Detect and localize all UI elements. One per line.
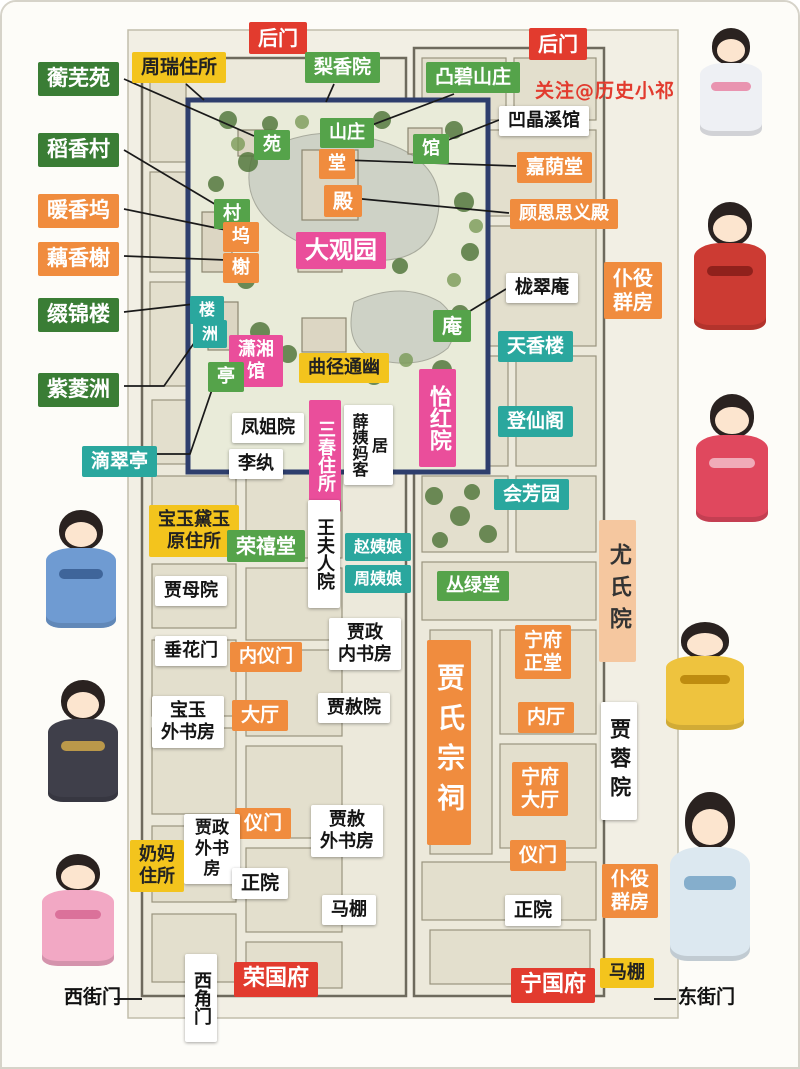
map-label: 天香楼 <box>498 331 574 363</box>
map-label: 贾蓉院 <box>601 702 637 820</box>
doll-figurine <box>670 792 750 961</box>
map-label: 马棚 <box>600 958 654 988</box>
map-label: 贾赦院 <box>318 693 390 723</box>
map-label: 马棚 <box>322 895 376 925</box>
map-label: 宁府 正堂 <box>515 625 572 680</box>
doll-head-icon <box>55 854 101 893</box>
map-label: 堂 <box>319 149 355 179</box>
map-label: 荣禧堂 <box>227 530 305 563</box>
label-west-street-gate: 西街门 <box>64 986 122 1008</box>
doll-figurine <box>694 202 766 331</box>
label-back-gate-west: 后门 <box>249 22 307 55</box>
map-label: 周瑞住所 <box>132 52 227 84</box>
map-label: 丛绿堂 <box>437 571 509 601</box>
map-label: 贾政外书房 <box>184 814 240 885</box>
watermark: 关注@历史小祁 <box>535 80 676 102</box>
map-label: 苑 <box>254 130 290 160</box>
map-label: 奶妈 住所 <box>130 840 184 892</box>
map-label: 滴翠亭 <box>82 446 158 478</box>
doll-body-icon <box>48 719 118 803</box>
doll-head-icon <box>709 394 755 438</box>
doll-head-icon <box>685 792 735 850</box>
map-label: 贾母院 <box>155 576 227 606</box>
map-label: 山庄 <box>320 118 374 148</box>
map-label: 蘅芜苑 <box>38 62 119 96</box>
map-label: 薛姨妈客居 <box>344 405 394 485</box>
doll-body-icon <box>696 435 768 523</box>
map-label: 李纨 <box>229 449 283 479</box>
map-label: 宝玉黛玉 原住所 <box>149 505 239 557</box>
map-label: 洲 <box>193 320 228 348</box>
doll-head-icon <box>707 202 753 246</box>
map-label: 赵姨娘 <box>345 533 412 561</box>
map-label: 仪门 <box>235 808 292 840</box>
map-label: 周姨娘 <box>345 565 412 593</box>
map-label: 殿 <box>324 185 362 218</box>
map-label: 西角门 <box>185 954 217 1042</box>
doll-body-icon <box>700 62 762 137</box>
map-label: 贾氏宗祠 <box>427 640 472 845</box>
doll-head-icon <box>711 28 751 65</box>
map-label: 栊翠庵 <box>506 273 578 303</box>
doll-head-icon <box>61 680 105 722</box>
map-label: 凸碧山庄 <box>426 62 521 94</box>
map-label: 馆 <box>413 134 449 164</box>
map-label: 尤氏院 <box>599 520 636 662</box>
map-label: 王夫人院 <box>308 500 340 608</box>
doll-head-icon <box>680 622 730 659</box>
map-label: 贾政 内书房 <box>329 618 401 670</box>
map-label: 怡红院 <box>419 369 456 467</box>
map-label: 大厅 <box>232 700 289 732</box>
doll-figurine <box>48 680 118 803</box>
map-label: 曲径通幽 <box>299 353 389 383</box>
map-label: 三春住所 <box>309 400 341 512</box>
map-label: 庵 <box>433 310 471 343</box>
map-label: 亭 <box>208 362 244 392</box>
doll-body-icon <box>46 548 116 629</box>
doll-figurine <box>46 510 116 629</box>
doll-figurine <box>42 854 114 967</box>
doll-body-icon <box>694 243 766 331</box>
label-back-gate-east: 后门 <box>529 28 587 61</box>
doll-head-icon <box>59 510 103 551</box>
doll-figurine <box>700 28 762 137</box>
doll-figurine <box>696 394 768 523</box>
map-label: 榭 <box>223 253 259 283</box>
map-label: 梨香院 <box>305 52 381 84</box>
label-daguanyuan: 大观园 <box>296 232 386 270</box>
map-label: 凹晶溪馆 <box>499 106 589 136</box>
doll-body-icon <box>670 846 750 961</box>
map-label: 缀锦楼 <box>38 298 119 332</box>
map-label: 仪门 <box>510 840 567 872</box>
map-label: 顾恩思义殿 <box>510 199 618 229</box>
map-label: 垂花门 <box>155 636 227 666</box>
map-label: 内厅 <box>518 702 575 734</box>
map-label: 宝玉 外书房 <box>152 696 224 748</box>
map-label: 登仙阁 <box>498 406 574 438</box>
map-label: 仆役 群房 <box>604 262 662 319</box>
map-label: 正院 <box>232 868 289 900</box>
map-label: 凤姐院 <box>232 413 304 443</box>
map-label: 正院 <box>505 895 562 927</box>
map-label: 贾赦 外书房 <box>311 805 383 857</box>
doll-body-icon <box>666 656 744 730</box>
map-label: 嘉荫堂 <box>517 152 593 184</box>
doll-figurine <box>666 622 744 730</box>
label-rongguofu: 荣国府 <box>234 962 319 997</box>
map-label: 宁府 大厅 <box>512 762 569 817</box>
map-label: 稻香村 <box>38 133 119 167</box>
map-label: 暖香坞 <box>38 194 119 228</box>
doll-body-icon <box>42 889 114 967</box>
label-ningguofu: 宁国府 <box>511 968 596 1003</box>
map-label: 会芳园 <box>494 479 570 511</box>
map-label: 藕香榭 <box>38 242 119 276</box>
map-label: 坞 <box>223 222 259 252</box>
map-label: 楼 <box>190 296 225 324</box>
map-label: 内仪门 <box>230 642 302 672</box>
label-east-street-gate: 东街门 <box>678 986 736 1008</box>
map-label: 仆役 群房 <box>602 864 659 919</box>
map-label: 紫菱洲 <box>38 373 119 407</box>
